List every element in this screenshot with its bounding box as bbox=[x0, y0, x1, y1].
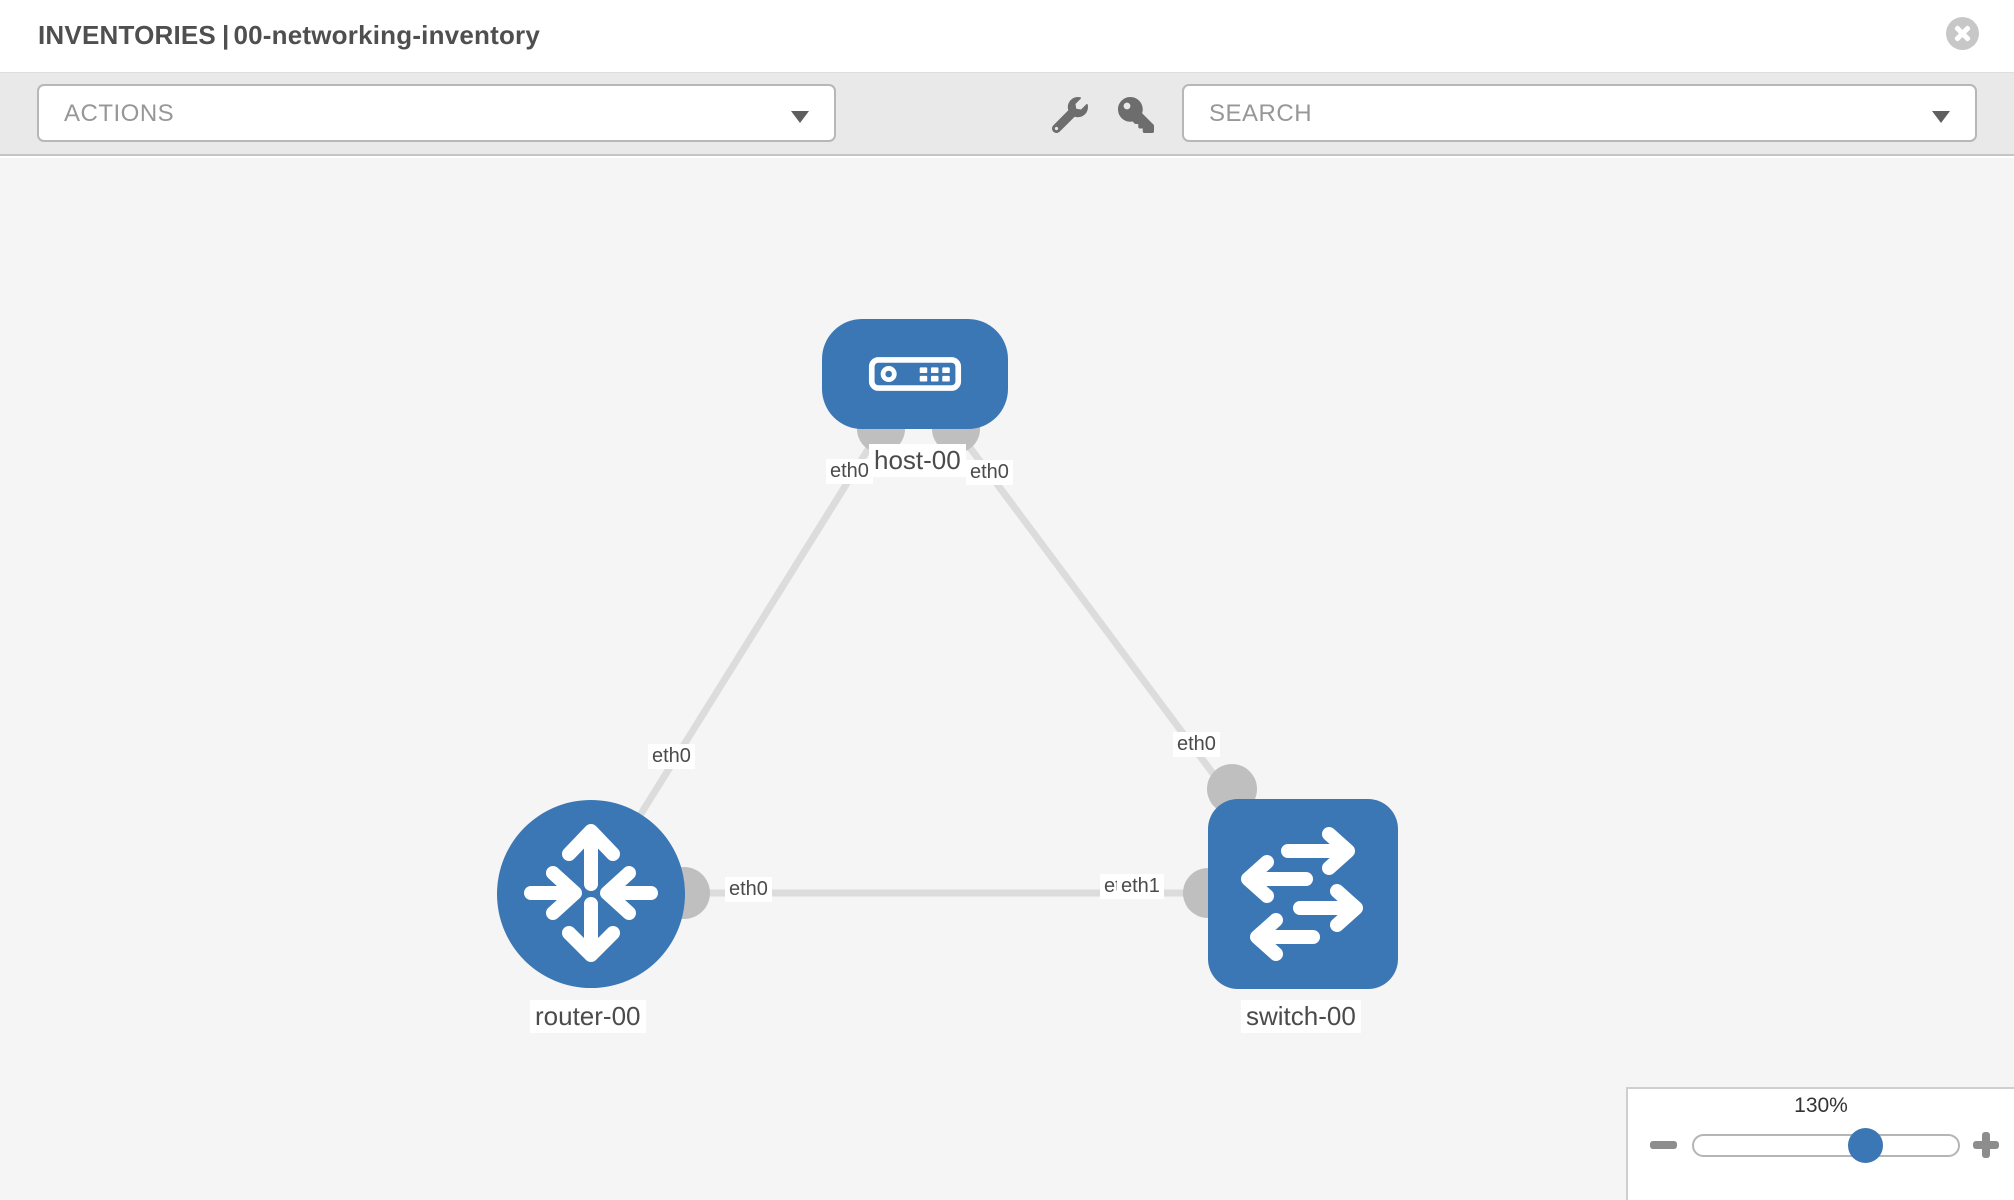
node-label-router: router-00 bbox=[530, 1000, 646, 1033]
iface-label: eth0 bbox=[966, 460, 1013, 485]
iface-label: eth0 bbox=[725, 877, 772, 902]
chevron-down-icon bbox=[1932, 111, 1950, 123]
node-router-00[interactable] bbox=[497, 800, 685, 988]
zoom-panel: 130% bbox=[1626, 1087, 2014, 1200]
node-host-00[interactable] bbox=[822, 319, 1008, 429]
inventory-name: 00-networking-inventory bbox=[233, 20, 541, 50]
search-dropdown[interactable]: SEARCH bbox=[1182, 84, 1977, 142]
topology-canvas[interactable]: eth0 eth0 eth0 eth0 eth0 eth0 eth1 host-… bbox=[0, 158, 2014, 1200]
breadcrumb-section: INVENTORIES bbox=[38, 20, 216, 50]
iface-label: eth0 bbox=[826, 459, 873, 484]
zoom-level-label: 130% bbox=[1794, 1094, 1848, 1117]
close-button[interactable] bbox=[1946, 17, 1979, 50]
host-icon bbox=[868, 357, 962, 391]
zoom-slider[interactable] bbox=[1692, 1128, 1960, 1163]
page-header: INVENTORIES|00-networking-inventory bbox=[0, 0, 2014, 72]
zoom-slider-thumb[interactable] bbox=[1848, 1128, 1883, 1163]
router-icon bbox=[524, 824, 658, 962]
iface-label: eth1 bbox=[1117, 874, 1164, 899]
node-label-host: host-00 bbox=[869, 444, 966, 477]
key-icon bbox=[1118, 97, 1154, 133]
links-layer bbox=[588, 371, 1305, 919]
topology-toolbar: ACTIONS SEARCH bbox=[0, 72, 2014, 156]
search-dropdown-label: SEARCH bbox=[1209, 100, 1313, 127]
breadcrumb-separator: | bbox=[221, 20, 230, 50]
node-switch-00[interactable] bbox=[1208, 799, 1398, 989]
zoom-in-icon[interactable] bbox=[1973, 1132, 1999, 1158]
node-label-switch: switch-00 bbox=[1241, 1000, 1361, 1033]
zoom-out-icon[interactable] bbox=[1650, 1141, 1677, 1149]
actions-dropdown-label: ACTIONS bbox=[64, 100, 175, 127]
credentials-button[interactable] bbox=[1118, 97, 1154, 133]
iface-label: eth0 bbox=[648, 744, 695, 769]
configure-button[interactable] bbox=[1051, 96, 1088, 134]
page-title: INVENTORIES|00-networking-inventory bbox=[38, 20, 548, 51]
wrench-icon bbox=[1051, 96, 1088, 134]
chevron-down-icon bbox=[791, 111, 809, 123]
iface-label: eth0 bbox=[1173, 732, 1220, 757]
switch-icon bbox=[1241, 827, 1363, 961]
iface-label-overlap-group: eth0 eth1 bbox=[1100, 874, 1180, 902]
actions-dropdown[interactable]: ACTIONS bbox=[37, 84, 836, 142]
